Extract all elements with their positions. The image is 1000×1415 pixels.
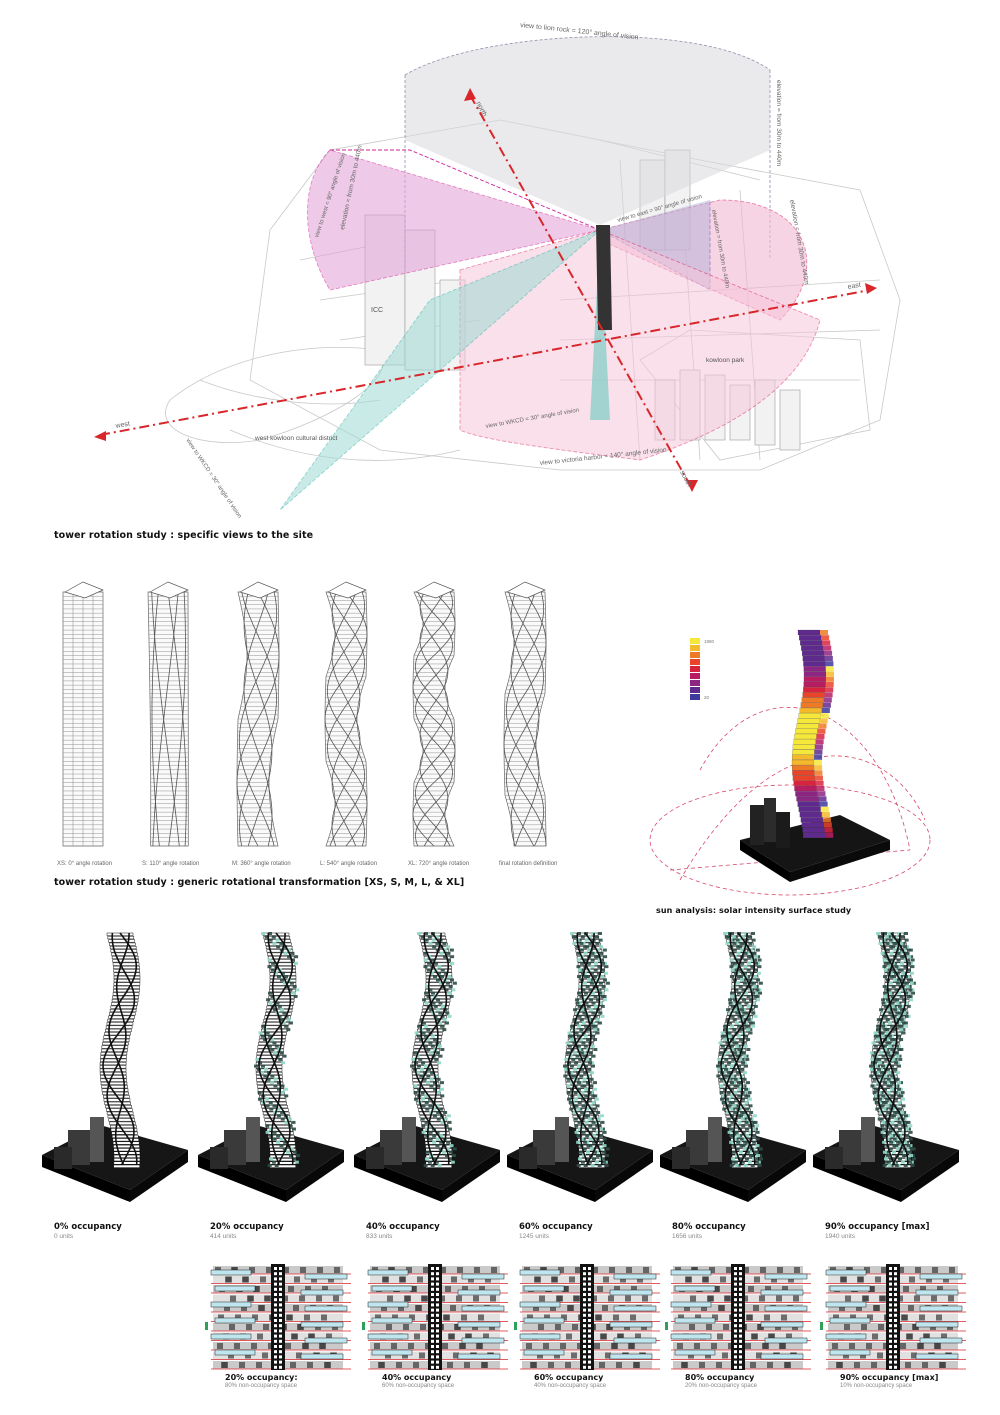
section-title-4: 90% occupancy [max] (840, 1373, 939, 1382)
section-title-0: 20% occupancy: (225, 1373, 298, 1382)
section-sub-1: 60% non-occupancy space (382, 1383, 455, 1389)
west-view-volume (307, 149, 602, 291)
section-sub-3: 20% non-occupancy space (685, 1383, 758, 1389)
rotation-tower-3 (324, 581, 368, 847)
section-title-3: 80% occupancy (685, 1373, 755, 1382)
occupancy-tower-0 (42, 932, 188, 1202)
rotation-tower-5 (503, 581, 547, 847)
east-label: east (847, 282, 861, 291)
occupancy-section-0 (205, 1264, 351, 1370)
sun-analysis-diagram: 1980 20 (649, 629, 931, 896)
occupancy-tower-2 (354, 932, 500, 1202)
occupancy-section-4 (820, 1264, 966, 1370)
rotation-study-title: tower rotation study : generic rotationa… (54, 877, 465, 888)
occupancy-units-5: 1940 units (825, 1233, 855, 1240)
occupancy-title-2: 40% occupancy (366, 1222, 440, 1232)
kowloon-park-label: kowloon park (706, 357, 745, 364)
rotation-tower-4 (412, 581, 456, 847)
rotation-tower-label-5: final rotation definition (499, 861, 558, 867)
section-title-1: 40% occupancy (382, 1373, 452, 1382)
site-view-diagram: north south east west view to lion rock … (94, 21, 901, 520)
occupancy-title-4: 80% occupancy (672, 1222, 746, 1232)
rotation-tower-label-2: M: 360° angle rotation (232, 861, 291, 867)
occupancy-section-3 (665, 1264, 811, 1370)
wkcd-label-1: view to WKCD = 30° angle of vision (184, 438, 242, 520)
occupancy-units-2: 833 units (366, 1233, 393, 1240)
occupancy-section-2 (514, 1264, 660, 1370)
occupancy-section-1 (362, 1264, 508, 1370)
occupancy-tower-1 (198, 932, 344, 1202)
occupancy-units-1: 414 units (210, 1233, 237, 1240)
section-sub-2: 40% non-occupancy space (534, 1383, 607, 1389)
rotation-tower-label-3: L: 540° angle rotation (320, 861, 378, 867)
occupancy-title-0: 0% occupancy (54, 1222, 122, 1232)
occupancy-tower-5 (813, 932, 959, 1202)
lion-rock-elevation-label: elevation = from 30m to 440m (775, 80, 782, 166)
occupancy-title-5: 90% occupancy [max] (825, 1222, 930, 1232)
occupancy-units-0: 0 units (54, 1233, 74, 1240)
sun-analysis-title: sun analysis: solar intensity surface st… (656, 906, 852, 915)
rotation-tower-label-0: XS: 0° angle rotation (57, 861, 113, 867)
section-sub-0: 80% non-occupancy space (225, 1383, 298, 1389)
occupancy-tower-4 (660, 932, 806, 1202)
occupancy-title-3: 60% occupancy (519, 1222, 593, 1232)
rotation-tower-label-1: S: 110° angle rotation (142, 861, 200, 867)
wkcd-place-label: west kowloon cultural district (254, 435, 338, 442)
rotation-tower-1 (147, 581, 189, 847)
south-label: south (678, 470, 692, 489)
rotation-tower-2 (236, 581, 280, 847)
occupancy-title-1: 20% occupancy (210, 1222, 284, 1232)
section-title-2: 60% occupancy (534, 1373, 604, 1382)
legend-min: 20 (704, 695, 710, 700)
direction-axes (99, 94, 871, 486)
occupancy-tower-3 (507, 932, 653, 1202)
rotation-tower-label-4: XL: 720° angle rotation (408, 861, 470, 867)
rotation-tower-0 (62, 581, 104, 847)
occupancy-units-3: 1245 units (519, 1233, 549, 1240)
site-tower (596, 225, 612, 330)
icc-label: ICC (371, 307, 383, 314)
site-study-title: tower rotation study : specific views to… (54, 530, 314, 541)
victoria-harbor-view-volume (459, 229, 821, 461)
west-label: west (114, 421, 130, 431)
legend-max: 1980 (704, 639, 715, 644)
section-sub-4: 10% non-occupancy space (840, 1383, 913, 1389)
occupancy-units-4: 1656 units (672, 1233, 702, 1240)
